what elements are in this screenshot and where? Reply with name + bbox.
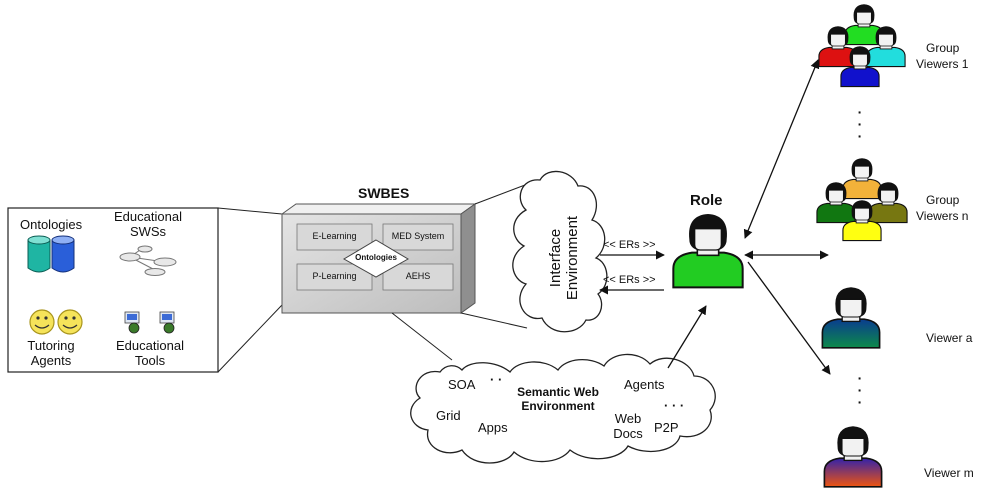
interface-environment-label: Interface Environment — [547, 215, 581, 301]
dots-label: · · — [490, 372, 503, 387]
apps-label: Apps — [478, 420, 508, 435]
swbes-title: SWBES — [358, 185, 410, 201]
ontologies-diamond — [343, 239, 409, 278]
module-e-learning-label: E-Learning — [312, 231, 357, 241]
ers-top-label: << ERs >> — [603, 239, 656, 251]
group-viewers-1-icon — [818, 3, 906, 88]
connector-lines — [217, 207, 283, 373]
web-docs-label: Web Docs — [613, 411, 643, 441]
interface-cloud — [512, 170, 608, 333]
grid-label: Grid — [436, 408, 461, 423]
module-e-learning — [296, 223, 373, 251]
database-icon — [27, 235, 75, 273]
soa-label: SOA — [448, 377, 476, 392]
viewer-m-icon — [823, 425, 883, 488]
ers-bottom-label: << ERs >> — [603, 274, 656, 286]
tutoring-agents-label: Tutoring Agents — [27, 338, 75, 368]
semantic-web-environment-label: Semantic Web Environment — [517, 385, 599, 413]
role-label: Role — [690, 192, 723, 209]
module-aehs-label: AEHS — [405, 271, 431, 281]
module-aehs — [382, 263, 454, 291]
educational-sws-label: Educational SWSs — [114, 209, 182, 239]
module-p-learning-label: P-Learning — [312, 271, 357, 281]
p2p-label: P2P — [654, 420, 679, 435]
connector-lines — [391, 184, 528, 361]
dots-label-2: · · · — [664, 398, 685, 413]
vertical-dots-2: · · · — [857, 370, 863, 410]
module-p-learning — [296, 263, 373, 291]
swbes-box — [280, 203, 477, 314]
group-viewers-n-icon — [816, 157, 908, 242]
viewer-a-icon — [821, 286, 881, 349]
role-person-icon — [672, 213, 744, 289]
tools-icon — [124, 311, 175, 334]
semantic-web-cloud — [410, 353, 716, 464]
module-med-system-label: MED System — [391, 231, 445, 241]
resources-panel — [7, 207, 219, 373]
viewer-m-label: Viewer m — [924, 466, 974, 480]
module-med-system — [382, 223, 454, 251]
network-icon — [119, 245, 177, 276]
ontologies-label: Ontologies — [20, 217, 83, 232]
vertical-dots-1: · · · — [857, 104, 863, 144]
ontologies-diamond-label: Ontologies — [355, 253, 397, 262]
educational-tools-label: Educational Tools — [116, 338, 184, 368]
smiley-icon — [29, 309, 83, 335]
group-viewers-n-label: Group Viewers n — [916, 193, 969, 223]
agents-label: Agents — [624, 377, 665, 392]
viewer-arrows — [743, 59, 831, 375]
cloud-to-role-arrow — [667, 305, 707, 369]
viewer-a-label: Viewer a — [926, 331, 973, 345]
group-viewers-1-label: Group Viewers 1 — [916, 41, 969, 71]
